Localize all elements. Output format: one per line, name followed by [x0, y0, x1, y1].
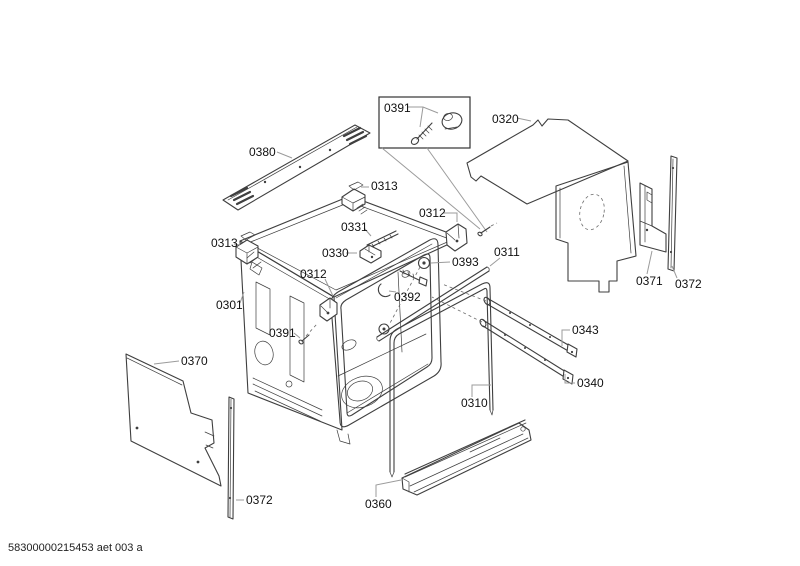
part-bracket-0313-top: [341, 181, 368, 215]
part-bracket-0371: [639, 182, 667, 253]
part-label-0391-lower: 0391: [269, 326, 296, 340]
part-label-0310: 0310: [461, 396, 488, 410]
part-label-0372-left: 0372: [246, 493, 273, 507]
part-label-0312-left: 0312: [300, 267, 327, 281]
part-label-0343: 0343: [572, 323, 599, 337]
part-bracket-0313-left: [235, 231, 263, 276]
part-label-0360: 0360: [365, 497, 392, 511]
part-label-0313-left: 0313: [211, 236, 238, 250]
part-seal-0310: [389, 282, 494, 478]
part-label-0301: 0301: [216, 298, 243, 312]
part-label-0330: 0330: [322, 246, 349, 260]
part-label-0370: 0370: [181, 354, 208, 368]
part-label-0392: 0392: [394, 290, 421, 304]
part-screw-0391-lower: [298, 323, 318, 345]
part-label-0380: 0380: [249, 145, 276, 159]
part-rail-0343: [441, 283, 578, 358]
part-label-0320: 0320: [492, 112, 519, 126]
part-label-0371: 0371: [636, 274, 663, 288]
leader-lines: [153, 117, 678, 501]
part-label-0391-box: 0391: [384, 101, 411, 115]
part-label-0331: 0331: [341, 220, 368, 234]
part-strip-0331: [366, 230, 399, 249]
part-strip-0311: [376, 266, 490, 342]
part-label-0393: 0393: [452, 255, 479, 269]
part-label-0312-right: 0312: [419, 206, 446, 220]
part-rail-0340: [431, 296, 574, 385]
part-strip-0372-left: [227, 396, 235, 520]
part-screw-0392: [377, 269, 428, 298]
callout-labels: 0380 0391 0320 0313 0312 0331 0330 0311 …: [181, 101, 702, 511]
part-label-0372-right: 0372: [675, 277, 702, 291]
part-panel-0370: [125, 353, 222, 487]
part-strip-0372-right: [667, 155, 678, 272]
footer-document-code: 58300000215453 aet 003 a: [8, 542, 143, 554]
part-plinth-0360: [401, 419, 532, 496]
detail-box-0391: [378, 96, 498, 237]
part-clip-0330: [359, 244, 382, 264]
part-panel-0320: [466, 118, 637, 293]
part-bracket-0312-right: [445, 223, 468, 252]
part-top-plate-0380: [222, 124, 371, 211]
part-label-0313-top: 0313: [371, 179, 398, 193]
part-bracket-0312-left: [319, 297, 338, 322]
part-label-0340: 0340: [577, 376, 604, 390]
part-label-0311: 0311: [494, 245, 520, 259]
